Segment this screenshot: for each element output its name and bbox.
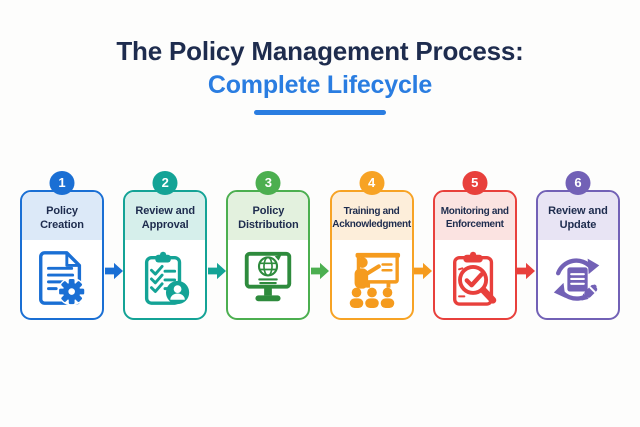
page-title-line2: Complete Lifecycle — [207, 71, 433, 99]
step-header: Monitoring and Enforcement — [434, 192, 515, 240]
step-label: Policy Distribution — [238, 204, 299, 231]
step-number-badge: 4 — [359, 171, 385, 195]
step-number-badge: 2 — [152, 171, 178, 195]
step-icon-area — [22, 240, 102, 316]
step-card-training-acknowledgment: 4 Training and Acknowledgment — [329, 171, 414, 320]
monitor-globe-icon — [245, 251, 292, 302]
step-header: Policy Creation — [22, 192, 102, 240]
step-card-review-approval: 2 Review and Approval — [123, 171, 208, 320]
title-underline — [254, 110, 386, 115]
step-icon-area — [435, 240, 515, 316]
flow-arrow-icon — [517, 262, 536, 280]
clipboard-magnifier-check-icon — [452, 251, 497, 306]
refresh-document-pencil-icon — [553, 258, 600, 301]
step-header: Review and Approval — [125, 192, 206, 240]
step-header: Policy Distribution — [228, 192, 309, 240]
process-flow: 1 Policy Creation — [20, 171, 620, 320]
step-card-review-update: 6 Review and Update — [535, 171, 620, 320]
flow-arrow-icon — [207, 262, 226, 280]
document-gear-icon — [39, 251, 86, 306]
step-card-policy-creation: 1 Policy Creation — [20, 171, 104, 320]
step-icon-area — [228, 240, 308, 316]
step-header: Training and Acknowledgment — [331, 192, 412, 240]
step-label: Policy Creation — [40, 204, 84, 231]
flow-arrow-icon — [414, 262, 433, 280]
step-number-badge: 6 — [565, 171, 591, 195]
step-card-monitoring-enforcement: 5 Monitoring and Enforcement — [432, 171, 517, 320]
step-label: Monitoring and Enforcement — [440, 206, 509, 230]
step-header: Review and Update — [537, 192, 618, 240]
step-label: Review and Approval — [135, 204, 195, 231]
flow-arrow-icon — [104, 262, 123, 280]
step-number-badge: 5 — [462, 171, 488, 195]
title-block: The Policy Management Process: Complete … — [0, 0, 640, 115]
step-label: Review and Update — [548, 204, 608, 231]
presenter-training-icon — [349, 252, 400, 308]
flow-arrow-icon — [310, 262, 329, 280]
step-label: Training and Acknowledgment — [332, 206, 411, 230]
step-number-badge: 1 — [49, 171, 75, 195]
step-icon-area — [332, 240, 412, 316]
step-icon-area — [538, 240, 618, 316]
page-title-line1: The Policy Management Process: — [116, 36, 524, 66]
step-card-policy-distribution: 3 Policy Distribution — [226, 171, 311, 320]
step-icon-area — [125, 240, 205, 316]
clipboard-checklist-person-icon — [145, 251, 190, 305]
step-number-badge: 3 — [255, 171, 281, 195]
